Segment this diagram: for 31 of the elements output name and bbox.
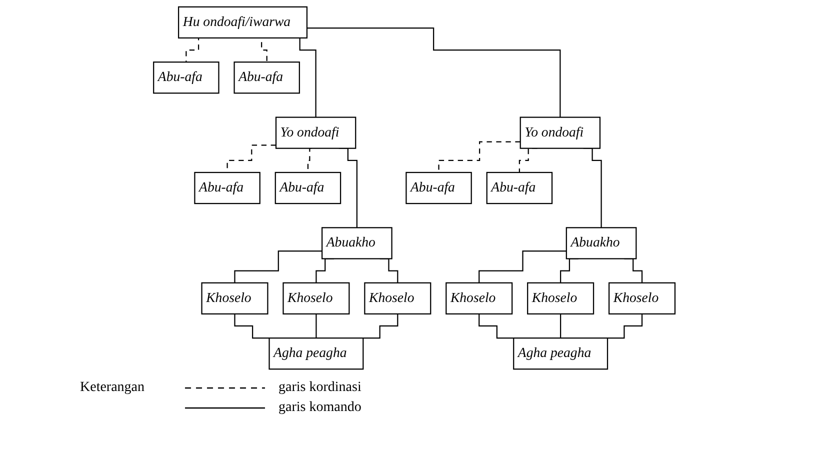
role-box: Yo ondoafi	[275, 116, 356, 149]
connector	[606, 313, 642, 339]
role-box: Khoselo	[608, 282, 676, 314]
connector	[234, 313, 270, 339]
legend-heading: Keterangan	[80, 380, 145, 396]
legend-text: garis kordinasi	[278, 380, 362, 396]
role-box: Khoselo	[200, 282, 268, 314]
role-box: Yo ondoafi	[520, 116, 600, 149]
role-box: Abu-afa	[486, 172, 552, 204]
connector	[362, 313, 398, 339]
role-box: Agha peagha	[268, 338, 364, 370]
connector	[560, 313, 561, 339]
role-box: Abuakho	[566, 227, 636, 260]
connector	[315, 313, 316, 339]
role-box: Khoselo	[364, 282, 431, 314]
role-box: Abu-afa	[233, 62, 300, 94]
role-box: Khoselo	[526, 282, 594, 314]
legend-text: garis komando	[278, 400, 362, 416]
role-box: Agha peagha	[512, 338, 608, 370]
connector	[306, 27, 560, 118]
role-box: Abu-afa	[152, 62, 219, 94]
connector	[478, 313, 514, 339]
role-box: Abuakho	[321, 227, 392, 260]
role-box: Hu ondoafi/iwarwa	[178, 6, 308, 38]
role-box: Khoselo	[445, 282, 512, 314]
role-box: Abu-afa	[274, 172, 341, 204]
role-box: Abu-afa	[194, 172, 260, 204]
role-box: Khoselo	[282, 282, 350, 314]
connector	[478, 250, 566, 284]
connector	[234, 250, 322, 284]
role-box: Abu-afa	[405, 172, 472, 204]
